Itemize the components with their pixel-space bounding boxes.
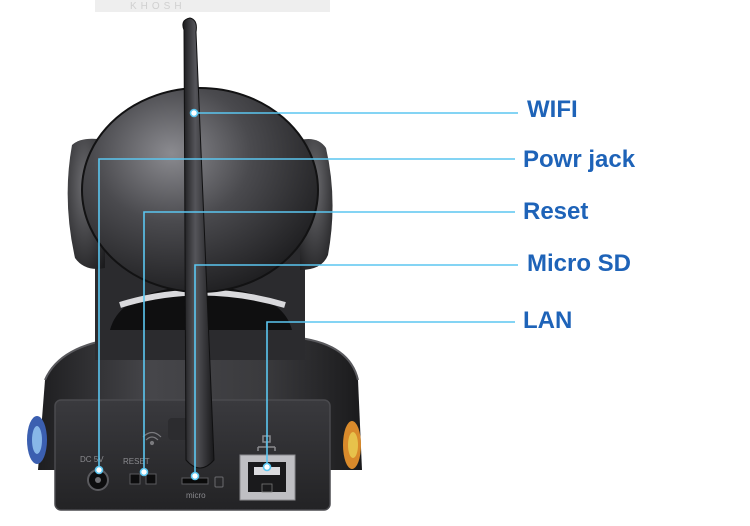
leader-lines	[98, 112, 518, 476]
dc-port-label: DC 5V	[80, 455, 104, 464]
reset-leader-line	[143, 211, 515, 472]
reset-callout-label: Reset	[523, 198, 589, 225]
micro-sd-callout-label: Micro SD	[527, 250, 632, 277]
reset-button-port	[129, 473, 141, 485]
watermark-text: KHOSH	[130, 1, 186, 12]
lan-leader-line	[266, 321, 515, 467]
micro-sd-leader-line	[194, 264, 518, 476]
sd-slot-label: micro	[186, 491, 206, 500]
wifi-callout-label: WIFI	[527, 96, 578, 123]
lan-callout-label: LAN	[523, 307, 573, 334]
power-leader-line	[98, 158, 515, 470]
top-watermark: KHOSH	[95, 0, 330, 12]
power-jack-callout-label: Powr jack	[523, 146, 636, 173]
wifi-antenna	[168, 17, 215, 469]
reset-port-label: RESET	[123, 457, 150, 466]
sd-lock-icon	[214, 476, 224, 488]
leader-dots	[94, 108, 272, 481]
